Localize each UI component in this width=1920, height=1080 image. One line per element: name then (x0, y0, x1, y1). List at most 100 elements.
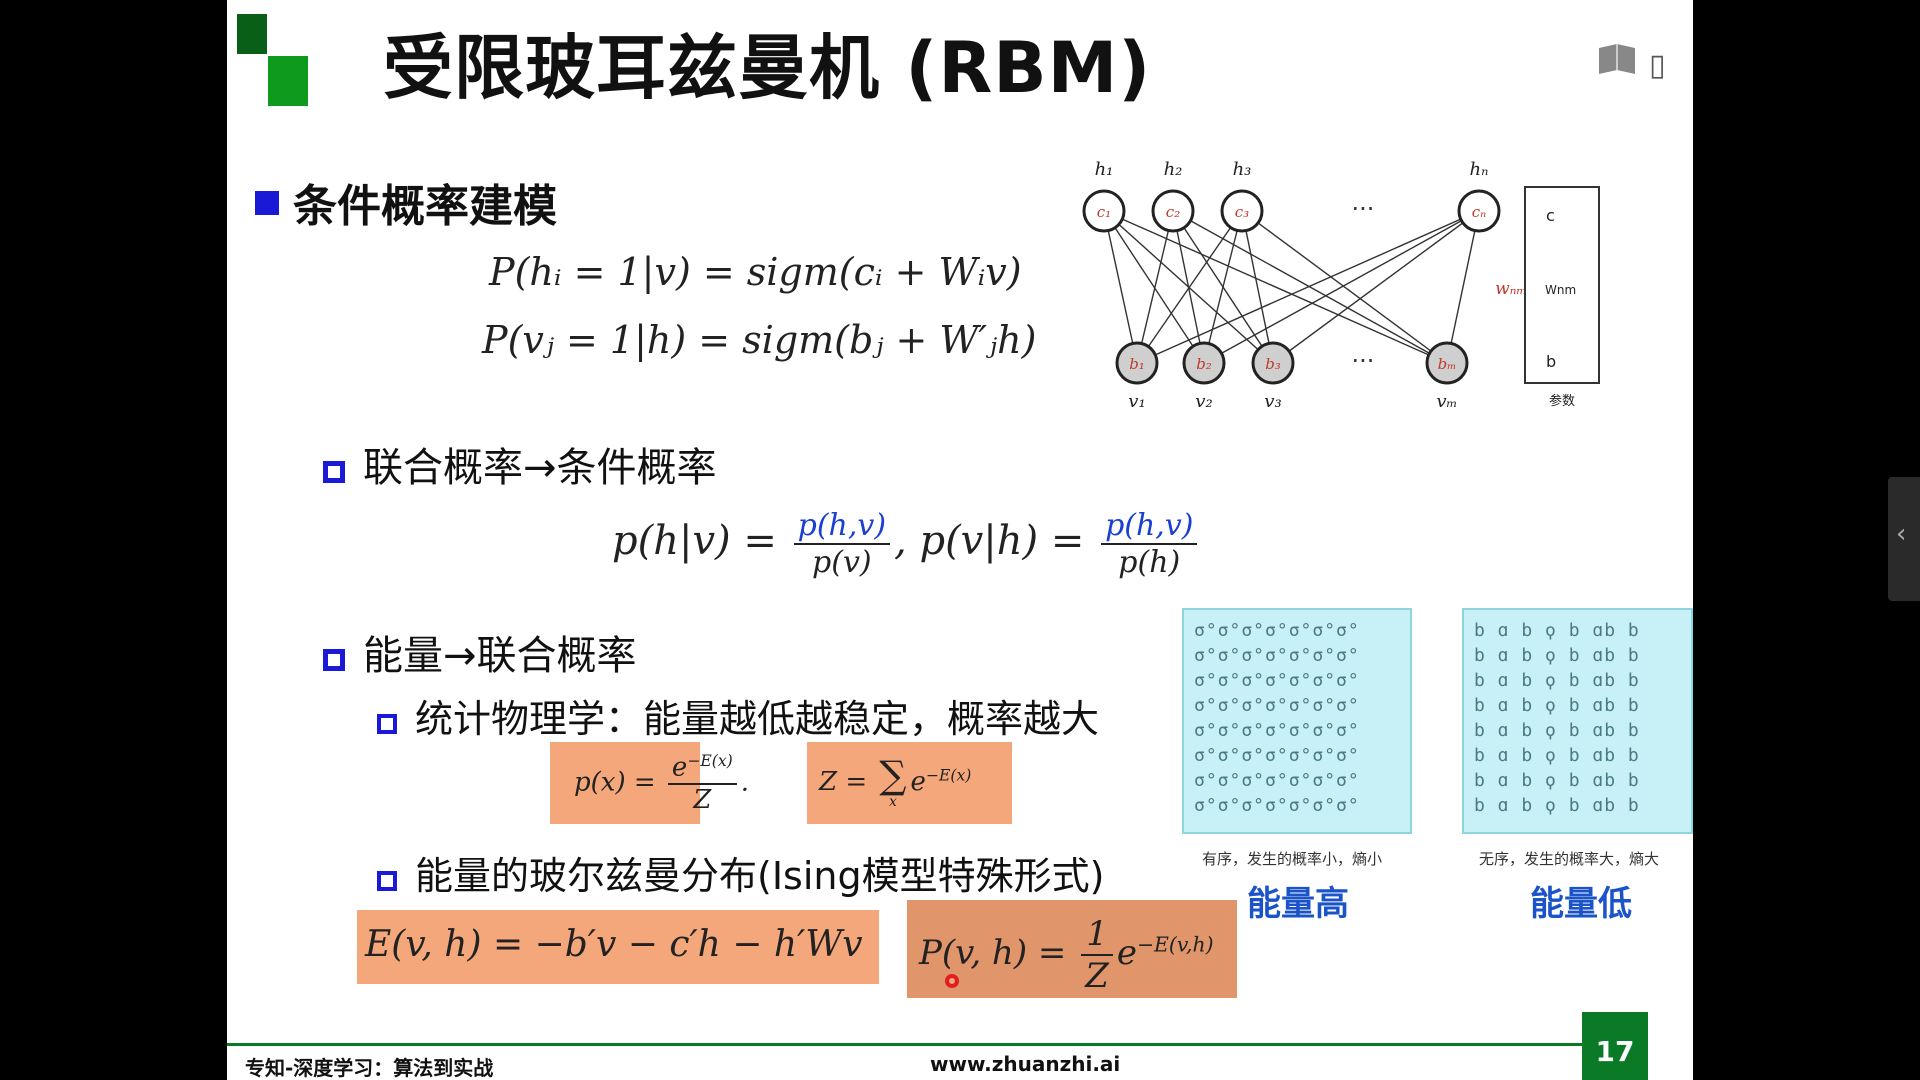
visible-node-label: b₂ (1196, 355, 1212, 373)
lattice-row: b ɑ b ϙ b ɑb b (1474, 620, 1640, 641)
book-icon[interactable] (1595, 40, 1639, 80)
filled-square-bullet-icon (255, 191, 279, 215)
footer-url: www.zhuanzhi.ai (930, 1052, 1121, 1076)
joint-frac-1-den: p(v) (812, 545, 872, 580)
joint-frac-1-num: p(h,v) (793, 508, 891, 545)
lattice-row: b ɑ b ϙ b ɑb b (1474, 795, 1640, 816)
joint-conditional-eq: p(h|v) = p(h,v) p(v) , p(v|h) = p(h,v) p… (612, 508, 1201, 580)
z-sum-symbol: ∑ (879, 753, 907, 797)
lattice-row: b ɑ b ϙ b ɑb b (1474, 770, 1640, 791)
hidden-label: h₃ (1233, 159, 1252, 180)
joint-distribution-formula-box: P(v, h) = 1 Z e−E(v,h) (907, 900, 1237, 998)
hollow-square-bullet-icon (323, 649, 345, 671)
lattice-row: σ°σ°σ°σ°σ°σ°σ° (1194, 770, 1360, 791)
lattice-row: b ɑ b ϙ b ɑb b (1474, 720, 1640, 741)
visible-node (1115, 341, 1159, 385)
px-frac: e−E(x) Z (667, 752, 737, 815)
visible-node-label: b₁ (1129, 355, 1145, 373)
px-formula-box: p(x) = e−E(x) Z . (550, 742, 749, 824)
hidden-node-label: c₃ (1235, 203, 1249, 221)
hidden-node (1082, 189, 1126, 233)
joint-eq-mid: , p(v|h) = (894, 518, 1085, 564)
sub-bullet-boltzmann: 能量的玻尔兹曼分布(Ising模型特殊形式) (377, 845, 1104, 900)
hidden-node-label: c₂ (1166, 203, 1180, 221)
hidden-node-label: cₙ (1472, 203, 1486, 221)
logo-block-dark (237, 14, 267, 54)
hidden-label: hₙ (1470, 159, 1489, 180)
logo-block-light (268, 56, 308, 106)
px-den: Z (693, 784, 712, 815)
caption-ordered: 有序，发生的概率小，熵小 (1202, 850, 1383, 868)
lattice-row: σ°σ°σ°σ°σ°σ°σ° (1194, 745, 1360, 766)
lattice-row: σ°σ°σ°σ°σ°σ°σ° (1194, 720, 1360, 741)
label-high-energy: 能量高 (1247, 884, 1349, 924)
side-panel-toggle[interactable]: ‹ (1888, 477, 1920, 601)
sub-bullet-boltzmann-text: 能量的玻尔兹曼分布(Ising模型特殊形式) (415, 854, 1105, 898)
rbm-diagram: h₁ h₂ h₃ hₙ v₁ v₂ v₃ vₘ c₁ c₂ c₃ cₙ b₁ b… (1082, 159, 1600, 412)
hidden-label: h₁ (1095, 159, 1114, 180)
lattice-row: b ɑ b ϙ b ɑb b (1474, 645, 1640, 666)
px-tail: . (740, 767, 749, 798)
param-w: Wnm (1545, 283, 1576, 297)
visible-ellipsis: ··· (1352, 347, 1375, 375)
visible-node-label: b₃ (1265, 355, 1281, 373)
bullet-joint-to-conditional: 联合概率→条件概率 (323, 435, 717, 493)
hidden-node (1457, 189, 1501, 233)
pointer-indicator (945, 974, 959, 988)
sub-bullet-statistical-physics: 统计物理学：能量越低越稳定，概率越大 (377, 688, 1099, 743)
energy-formula-box: E(v, h) = −b′v − c′h − h′Wv (357, 910, 879, 984)
window-icon[interactable]: ▯ (1649, 48, 1666, 83)
visible-label: v₁ (1128, 391, 1145, 412)
z-sum: ∑ x (879, 756, 906, 810)
px-num-base: e (671, 752, 688, 783)
px-num: e−E(x) (667, 752, 737, 785)
visible-node (1182, 341, 1226, 385)
footer-course-title: 专知-深度学习：算法到实战 (245, 1056, 494, 1080)
param-box (1524, 186, 1600, 384)
param-b: b (1546, 352, 1556, 371)
z-left: Z = (819, 767, 868, 797)
hidden-label: h₂ (1164, 159, 1183, 180)
joint-frac-1: p(h,v) p(v) (793, 508, 891, 580)
visible-node (1425, 341, 1469, 385)
joint-frac-2-den: p(h) (1118, 545, 1181, 580)
lattice-row: σ°σ°σ°σ°σ°σ°σ° (1194, 645, 1360, 666)
hidden-node (1220, 189, 1264, 233)
pvh-num: 1 (1081, 914, 1113, 956)
visible-node (1251, 341, 1295, 385)
lattice-row: σ°σ°σ°σ°σ°σ°σ° (1194, 620, 1360, 641)
bullet-energy-to-joint: 能量→联合概率 (323, 623, 637, 681)
slide: 受限玻耳兹曼机 (RBM) ▯ 条件概率建模 P(hᵢ = 1|v) = sig… (227, 0, 1693, 1080)
z-formula-box: Z = ∑ x e−E(x) (807, 742, 1012, 824)
bullet-joint-to-conditional-text: 联合概率→条件概率 (363, 445, 717, 491)
param-caption: 参数 (1549, 393, 1575, 409)
hidden-node-label: c₁ (1097, 203, 1111, 221)
weight-label: wₙₘ (1495, 279, 1527, 299)
pvh-frac: 1 Z (1081, 914, 1113, 996)
lattice-row: σ°σ°σ°σ°σ°σ°σ° (1194, 795, 1360, 816)
pvh-term: e (1116, 933, 1137, 973)
lattice-row: b ɑ b ϙ b ɑb b (1474, 745, 1640, 766)
lattice-row: b ɑ b ϙ b ɑb b (1474, 670, 1640, 691)
top-right-icons: ▯ (1583, 40, 1693, 90)
z-term-sup: −E(x) (925, 766, 972, 785)
section-heading: 条件概率建模 (255, 170, 557, 234)
spin-lattice-disordered: b ɑ b ϙ b ɑb b b ɑ b ϙ b ɑb b b ɑ b ϙ b … (1462, 608, 1693, 834)
bullet-energy-to-joint-text: 能量→联合概率 (363, 633, 637, 679)
hollow-square-bullet-icon (377, 871, 397, 891)
visible-label: v₃ (1264, 391, 1281, 412)
z-term: e (910, 767, 926, 797)
hollow-square-bullet-icon (323, 461, 345, 483)
visible-node-label: bₘ (1438, 355, 1457, 373)
hidden-ellipsis: ··· (1352, 195, 1375, 223)
label-low-energy: 能量低 (1530, 884, 1632, 924)
lattice-row: σ°σ°σ°σ°σ°σ°σ° (1194, 695, 1360, 716)
hidden-node (1151, 189, 1195, 233)
joint-eq-left: p(h|v) = (612, 518, 777, 564)
footer-divider (227, 1043, 1582, 1046)
px-left: p(x) = (574, 767, 656, 798)
px-num-sup: −E(x) (687, 752, 733, 770)
lattice-row: σ°σ°σ°σ°σ°σ°σ° (1194, 670, 1360, 691)
hollow-square-bullet-icon (377, 714, 397, 734)
z-sum-sub: x (889, 794, 897, 810)
